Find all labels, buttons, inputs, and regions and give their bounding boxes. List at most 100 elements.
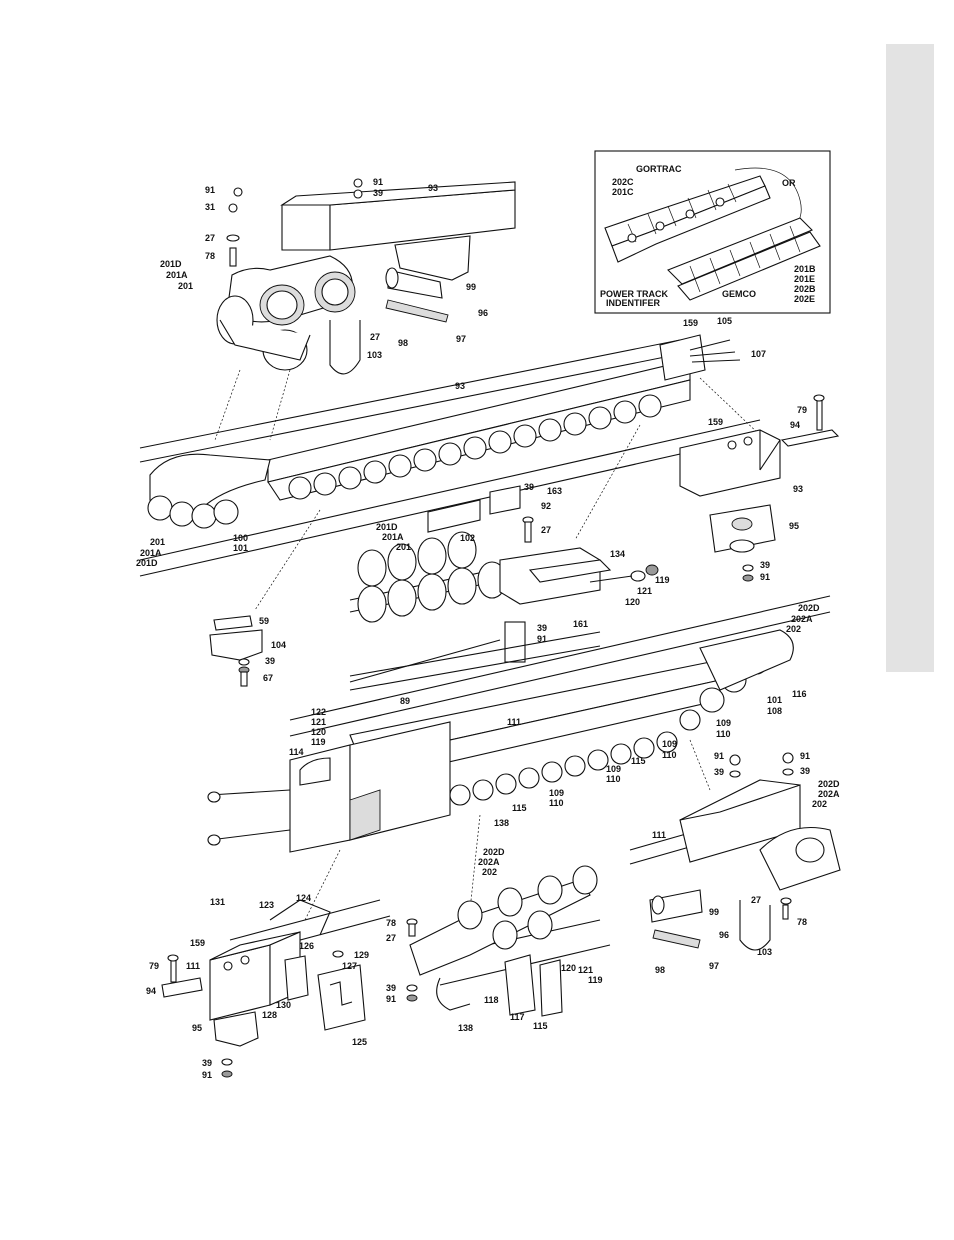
callout: 94 <box>146 986 156 996</box>
callout: 95 <box>192 1023 202 1033</box>
callout: 159 <box>683 318 698 328</box>
callout: 131 <box>210 897 225 907</box>
callout: 111 <box>507 717 521 727</box>
callout: 78 <box>797 917 807 927</box>
callout: 99 <box>709 907 719 917</box>
callout: 31 <box>205 202 215 212</box>
callout: 111 <box>186 961 200 971</box>
page-edge-tab <box>886 44 934 672</box>
callout: 91 <box>537 634 547 644</box>
callout: 109 <box>606 764 621 774</box>
callout: 103 <box>367 350 382 360</box>
callout: 159 <box>190 938 205 948</box>
inset-label-or: OR <box>782 178 796 188</box>
callout: 79 <box>149 961 159 971</box>
callout: 115 <box>533 1021 548 1031</box>
gemco-track-illustration <box>667 217 821 301</box>
callout: 201D <box>160 259 182 269</box>
callout: 101 <box>233 543 248 553</box>
callout: 115 <box>631 756 646 766</box>
callout: 109 <box>662 739 677 749</box>
callout: 119 <box>588 975 603 985</box>
detail-bracket-104 <box>209 615 263 687</box>
callout: 39 <box>373 188 383 198</box>
inset-part-202e: 202E <box>794 294 815 304</box>
callout: 89 <box>400 696 410 706</box>
callout: 110 <box>662 750 677 760</box>
callout: 99 <box>466 282 476 292</box>
callout: 122 <box>311 707 326 717</box>
callout: 201 <box>178 281 193 291</box>
callout: 123 <box>259 900 274 910</box>
callout: 117 <box>510 1012 525 1022</box>
callout: 107 <box>751 349 766 359</box>
callout: 120 <box>625 597 640 607</box>
callout: 201D <box>376 522 398 532</box>
callout: 96 <box>478 308 488 318</box>
callout: 121 <box>637 586 652 596</box>
callout: 128 <box>262 1010 277 1020</box>
callout: 79 <box>797 405 807 415</box>
callout: 127 <box>342 961 357 971</box>
callout: 124 <box>296 893 311 903</box>
callout: 120 <box>311 727 326 737</box>
callout: 39 <box>524 482 534 492</box>
callout: 91 <box>373 177 383 187</box>
callout: 202A <box>791 614 813 624</box>
callout: 138 <box>494 818 509 828</box>
callout: 115 <box>512 803 527 813</box>
callout: 101 <box>767 695 782 705</box>
callout: 91 <box>714 751 724 761</box>
callout: 120 <box>561 963 576 973</box>
inset-label-gemco: GEMCO <box>722 289 756 299</box>
callout-labels: 91 31 27 78 201D 201A 201 91 39 93 99 96… <box>136 177 840 1080</box>
detail-bottom-right-end <box>629 752 841 951</box>
callout: 201 <box>150 537 165 547</box>
detail-bottom-center-chain <box>406 865 611 1017</box>
callout: 91 <box>386 994 396 1004</box>
boom-upper-assembly <box>139 334 761 611</box>
callout: 93 <box>455 381 465 391</box>
callout: 121 <box>311 717 326 727</box>
callout: 92 <box>541 501 551 511</box>
callout: 116 <box>792 689 807 699</box>
callout: 96 <box>719 930 729 940</box>
inset-label-gortrac: GORTRAC <box>636 164 682 174</box>
callout: 27 <box>205 233 215 243</box>
gortrac-track-illustration <box>604 167 802 263</box>
inset-part-201e: 201E <box>794 274 815 284</box>
callout: 202 <box>482 867 497 877</box>
detail-bottom-left-mount <box>161 899 391 1078</box>
callout: 93 <box>428 183 438 193</box>
callout: 95 <box>789 521 799 531</box>
callout: 202 <box>812 799 827 809</box>
boom-lower-assembly <box>207 595 831 921</box>
callout: 78 <box>205 251 215 261</box>
callout: 201A <box>382 532 404 542</box>
callout: 91 <box>205 185 215 195</box>
callout: 121 <box>578 965 593 975</box>
callout: 97 <box>709 961 719 971</box>
callout: 91 <box>202 1070 212 1080</box>
callout: 100 <box>233 533 248 543</box>
callout: 202A <box>818 789 840 799</box>
callout: 103 <box>757 947 772 957</box>
callout: 202A <box>478 857 500 867</box>
callout: 59 <box>259 616 269 626</box>
callout: 201 <box>396 542 411 552</box>
callout: 27 <box>386 933 396 943</box>
callout: 39 <box>714 767 724 777</box>
inset-label-identifier-1: POWER TRACK <box>600 289 668 299</box>
callout: 202D <box>798 603 820 613</box>
callout: 39 <box>537 623 547 633</box>
callout: 138 <box>458 1023 473 1033</box>
callout: 78 <box>386 918 396 928</box>
callout: 134 <box>610 549 625 559</box>
callout: 159 <box>708 417 723 427</box>
callout: 98 <box>398 338 408 348</box>
callout: 67 <box>263 673 273 683</box>
callout: 126 <box>299 941 314 951</box>
callout: 27 <box>541 525 551 535</box>
